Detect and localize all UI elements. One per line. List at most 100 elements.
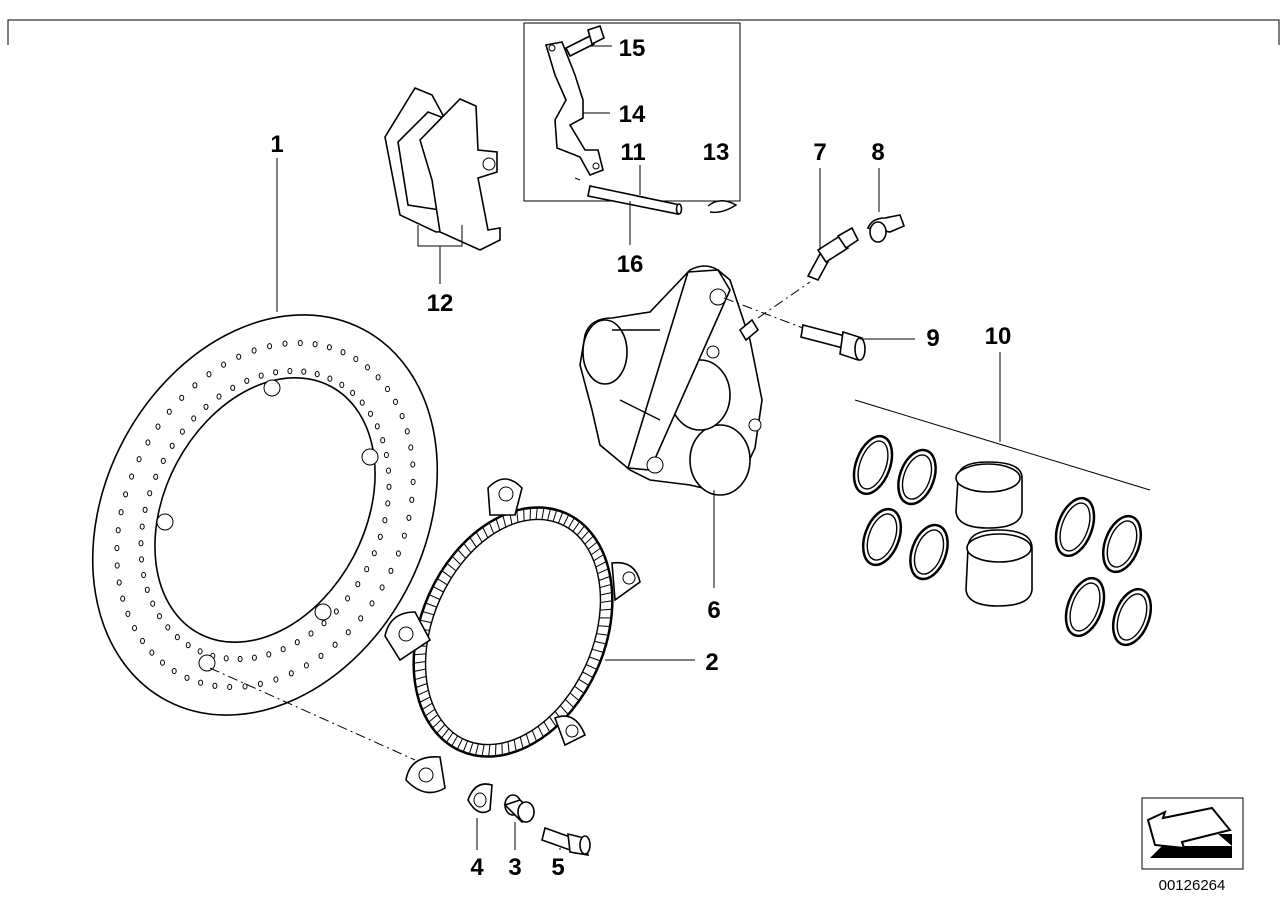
callout-12: 12: [427, 290, 454, 317]
ring-tooth: [594, 640, 607, 645]
ring-tooth: [475, 743, 479, 756]
ring-tooth: [547, 508, 551, 521]
disc-hole: [139, 556, 144, 563]
ring-tooth: [502, 515, 507, 528]
ring-tooth: [413, 661, 426, 664]
ring-tooth: [574, 685, 585, 694]
ring-tooth: [567, 517, 575, 529]
disc-hole: [266, 651, 272, 658]
disc-hole: [303, 662, 309, 669]
callout-7: 7: [813, 139, 826, 166]
disc-hole: [203, 403, 209, 410]
ring-tooth: [572, 521, 581, 532]
disc-hole: [308, 630, 314, 637]
ring-tooth: [591, 648, 604, 653]
ring-tooth: [425, 602, 437, 608]
disc-hole: [141, 571, 147, 579]
disc-hole: [257, 680, 263, 687]
ring-tooth: [596, 633, 609, 636]
ring-tooth: [451, 735, 459, 747]
disc-hole: [227, 683, 233, 691]
disc-hole: [116, 579, 122, 586]
callout-2: 2: [705, 649, 718, 676]
ring-tooth: [564, 699, 575, 709]
disc-hole: [409, 496, 415, 503]
ring-tooth: [569, 692, 580, 702]
disc-hole: [169, 442, 175, 449]
ring-tooth: [456, 738, 463, 750]
disc-hole: [404, 428, 410, 435]
ring-tooth: [481, 744, 485, 757]
ring-tooth: [600, 600, 613, 603]
ring-tooth: [446, 562, 457, 572]
disc-hole: [160, 659, 165, 666]
ring-tooth: [507, 741, 510, 754]
ring-tooth: [417, 689, 429, 696]
disc-hole: [339, 381, 345, 388]
brake-disc: [91, 314, 439, 716]
disc-hole: [395, 550, 401, 557]
ring-tooth: [436, 577, 448, 586]
seal-ring: [852, 434, 894, 496]
disc-hole: [242, 683, 248, 690]
disc-hole: [355, 581, 361, 588]
disc-hole: [287, 367, 293, 375]
disc-hole: [191, 415, 197, 422]
ring-tooth: [413, 653, 426, 656]
seal-ring-inner: [913, 529, 945, 575]
disc-hole: [150, 600, 156, 607]
disc-hole: [318, 652, 324, 659]
ring-tooth: [599, 583, 612, 589]
ring-tooth: [590, 547, 602, 556]
disc-hole: [114, 545, 120, 552]
ring-tooth: [600, 592, 613, 596]
disc-hole: [236, 353, 242, 360]
ring-tooth: [432, 719, 442, 729]
ring-tooth: [576, 525, 585, 536]
disc-hole: [368, 410, 373, 417]
washer-4: [467, 783, 493, 814]
disc-hole: [382, 517, 388, 524]
disc-hole: [155, 423, 161, 430]
disc-hole: [410, 461, 416, 468]
ring-tooth: [441, 570, 452, 579]
leader-lines: [209, 45, 1001, 850]
disc-hole: [345, 595, 351, 602]
repair-kit-10: [852, 399, 1153, 647]
disc-hole: [282, 340, 288, 347]
ring-tooth: [582, 671, 594, 679]
disc-hole: [115, 527, 121, 534]
screw-15: [564, 24, 605, 58]
disc-hole: [174, 634, 180, 641]
disc-hole: [212, 682, 218, 689]
seal-ring: [1064, 576, 1106, 638]
ring-tooth: [419, 696, 431, 703]
disc-hole: [198, 679, 204, 686]
seal-ring: [1111, 587, 1153, 647]
disc-hole: [230, 384, 236, 391]
ring-tooth: [549, 716, 557, 727]
disc-hole: [157, 613, 162, 620]
disc-hole: [364, 566, 370, 573]
disc-hole: [273, 369, 279, 376]
callout-8: 8: [871, 139, 884, 166]
bleed-valve-7: [806, 226, 860, 282]
frame-border: [7, 19, 1280, 45]
ring-tooth: [584, 535, 594, 545]
disc-hole: [280, 646, 286, 653]
disc-hole: [197, 648, 203, 655]
callout-4: 4: [470, 854, 484, 881]
disc-hole: [385, 500, 391, 507]
disc-hole: [380, 437, 386, 444]
seal-ring-inner: [1069, 582, 1101, 632]
disc-hole: [353, 355, 359, 363]
disc-hole: [406, 514, 412, 521]
ring-tooth: [559, 705, 569, 715]
ring-tooth: [468, 742, 474, 755]
disc-hole: [129, 473, 135, 480]
disc-hole: [297, 339, 303, 347]
ring-tooth: [422, 611, 435, 616]
ring-tooth: [600, 608, 613, 611]
callout-13: 13: [703, 139, 730, 166]
